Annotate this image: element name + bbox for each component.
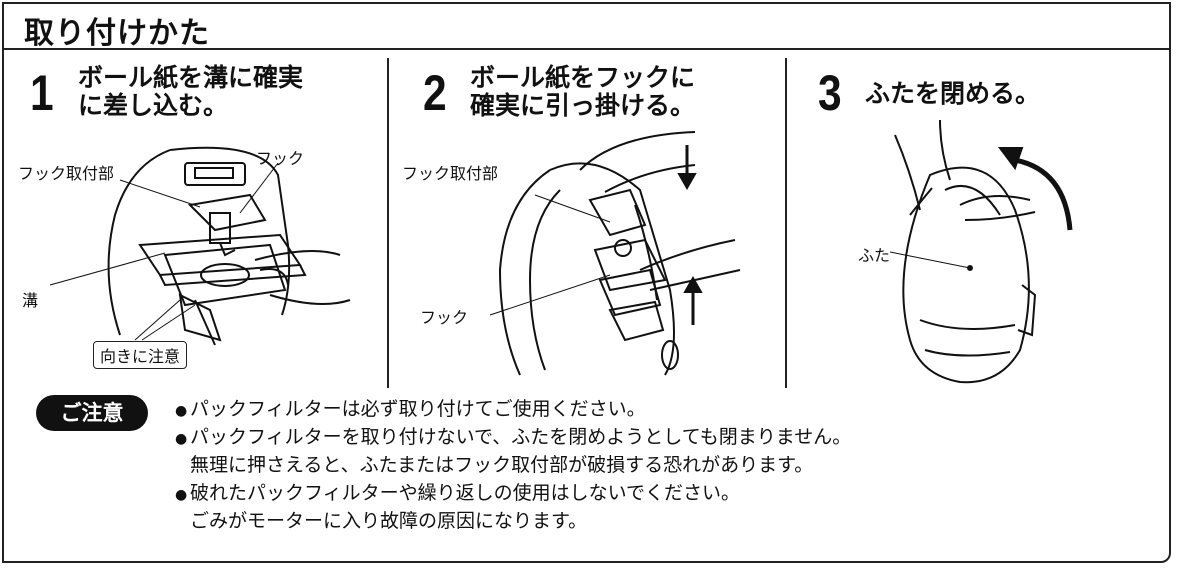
step-3-number: 3	[818, 65, 842, 121]
caution-item-3-line1: 破れたパックフィルターや繰り返しの使用はしないでください。	[190, 482, 741, 504]
orientation-warning-label: 向きに注意	[93, 341, 188, 369]
lid-label: ふた	[858, 246, 891, 265]
hook-label: フック	[256, 149, 305, 168]
bullet-icon: ●	[175, 403, 188, 419]
step-1-illustration	[49, 146, 351, 346]
caution-item-1-line1: パックフィルターは必ず取り付けてご使用ください。	[190, 398, 646, 420]
step-2-number: 2	[423, 65, 447, 121]
step-2-illustration	[489, 131, 741, 376]
step-3-illustration	[889, 120, 1073, 384]
hook-label-2: フック	[420, 308, 469, 327]
step-1-number: 1	[30, 65, 54, 121]
caution-badge: ご注意	[36, 395, 148, 431]
step-1-text-line1: ボール紙を溝に確実	[78, 63, 304, 92]
caution-item-2-line1: パックフィルターを取り付けないで、ふたを閉めようとしても閉まりません。	[190, 426, 852, 448]
caution-item-3-line2: ごみがモーターに入り故障の原因になります。	[190, 510, 588, 532]
bullet-icon: ●	[175, 431, 188, 447]
hook-mount-label-2: フック取付部	[402, 164, 499, 183]
step-3-text-line1: ふたを閉める。	[865, 79, 1041, 108]
step-2-text-line2: 確実に引っ掛ける。	[470, 91, 696, 120]
step-1-text-line2: に差し込む。	[78, 91, 229, 120]
caution-item-2-line2: 無理に押さえると、ふたまたはフック取付部が破損する恐れがあります。	[190, 454, 814, 476]
bullet-icon: ●	[175, 487, 188, 503]
title-bar: 取り付けかた	[4, 4, 1169, 51]
groove-label: 溝	[22, 291, 39, 310]
step-2-text-line1: ボール紙をフックに	[470, 63, 696, 92]
column-divider	[387, 58, 389, 388]
column-divider	[785, 58, 787, 388]
hook-mount-label: フック取付部	[18, 164, 115, 183]
page-title: 取り付けかた	[24, 16, 210, 51]
